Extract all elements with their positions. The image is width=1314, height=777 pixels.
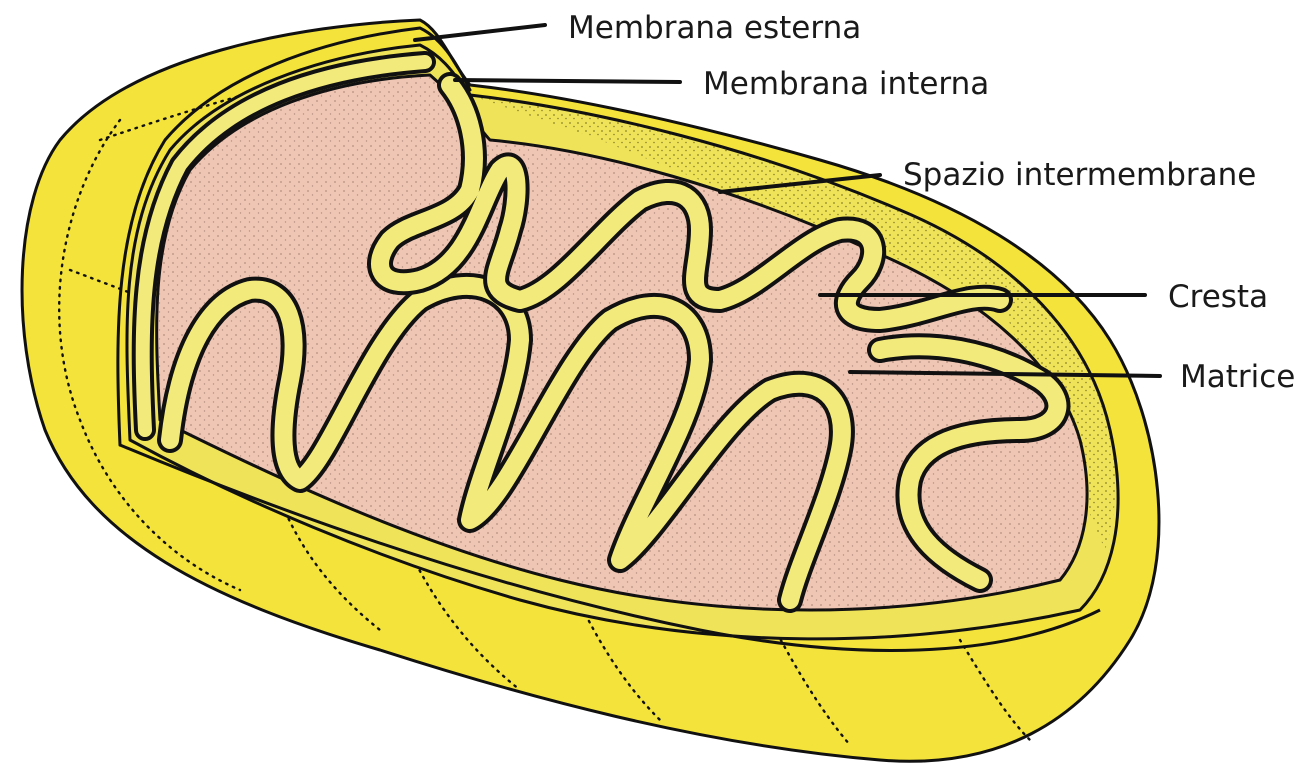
- label-intermembrane-space: Spazio intermembrane: [903, 157, 1256, 193]
- label-inner-membrane: Membrana interna: [703, 66, 989, 102]
- label-outer-membrane: Membrana esterna: [568, 10, 861, 46]
- leader-inner-membrane: [455, 80, 680, 82]
- label-crista: Cresta: [1168, 279, 1268, 315]
- label-matrix: Matrice: [1180, 359, 1295, 395]
